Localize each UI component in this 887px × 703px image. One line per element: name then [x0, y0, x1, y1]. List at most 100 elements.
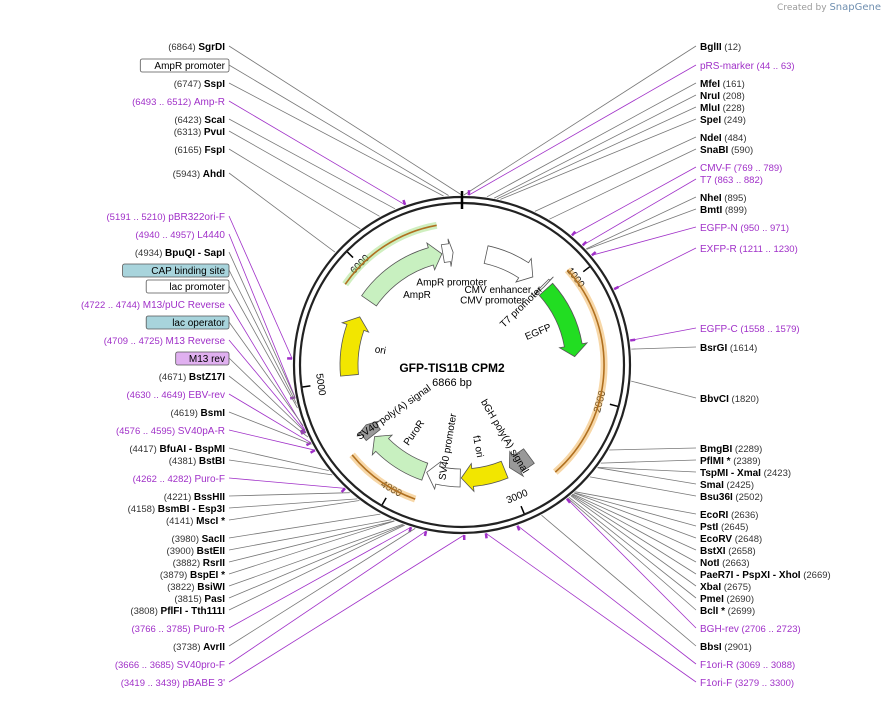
feature-arrow	[356, 420, 381, 442]
primer-label: F1ori-R (3069 .. 3088)	[700, 660, 795, 671]
label-leader	[597, 467, 697, 473]
feature-tag-box	[145, 315, 230, 330]
feature-tag: M13 rev	[189, 354, 225, 365]
ring-tick	[346, 251, 354, 259]
enzyme-label: (3808) PflFI - Tth111I	[130, 606, 225, 617]
feature-label: AmpR promoter	[416, 277, 487, 288]
label-leader	[228, 411, 312, 445]
feature-arrow	[371, 434, 429, 481]
ring-tick	[381, 497, 387, 506]
enzyme-label: SpeI (249)	[700, 115, 746, 126]
label-leader	[631, 380, 697, 399]
ring-tick-label: 3000	[505, 488, 530, 507]
enzyme-label: (3879) BspEI *	[160, 570, 225, 581]
enzyme-label: MluI (228)	[700, 103, 745, 114]
label-leader	[485, 532, 697, 683]
label-leader	[574, 492, 697, 527]
enzyme-label: (6423) ScaI	[174, 115, 225, 126]
label-leader	[549, 148, 697, 220]
label-leader	[591, 226, 697, 256]
primer-mark	[630, 338, 636, 342]
enzyme-label: PaeR7I - PspXI - XhoI (2669)	[700, 570, 831, 581]
label-leader	[228, 429, 315, 451]
label-leader	[463, 45, 697, 196]
label-leader	[500, 118, 697, 200]
label-leader	[568, 496, 697, 599]
enzyme-label: Bsu36I (2502)	[700, 492, 763, 503]
label-leader	[228, 393, 312, 444]
label-leader	[228, 233, 296, 398]
primer-label: F1ori-F (3279 .. 3300)	[700, 678, 794, 689]
label-leader	[571, 166, 697, 236]
label-leader	[228, 100, 406, 206]
label-leader	[571, 494, 697, 563]
plasmid-name: GFP-TIS11B CPM2	[399, 361, 505, 375]
primer-label: pRS-marker (44 .. 63)	[700, 61, 795, 72]
watermark: Created by SnapGene	[777, 2, 881, 13]
enzyme-label: PflMI * (2389)	[700, 456, 761, 467]
enzyme-label: MfeI (161)	[700, 79, 745, 90]
primer-label: (5191 .. 5210) pBR322ori-F	[107, 212, 226, 223]
label-leader	[228, 520, 395, 575]
label-leader	[534, 136, 697, 212]
label-leader	[517, 525, 697, 665]
label-leader	[468, 64, 697, 196]
enzyme-label: BsrGI (1614)	[700, 343, 757, 354]
primer-label: (3666 .. 3685) SV40pro-F	[115, 660, 225, 671]
feature-tag: lac operator	[172, 318, 225, 329]
label-leader	[228, 251, 296, 399]
label-leader	[228, 118, 396, 210]
primer-mark	[484, 533, 488, 539]
feature-tag: CAP binding site	[151, 266, 225, 277]
label-leader	[228, 357, 307, 434]
label-leader	[630, 327, 697, 341]
label-leader	[228, 339, 306, 432]
label-leader	[486, 82, 697, 198]
orf-arc-line	[351, 454, 416, 500]
primer-mark	[305, 441, 312, 447]
feature-arrow	[460, 460, 509, 493]
feature-arrow	[339, 316, 370, 377]
enzyme-label: (3900) BstEII	[167, 546, 226, 557]
enzyme-label: BmtI (899)	[700, 205, 747, 216]
enzyme-label: BmgBI (2289)	[700, 444, 762, 455]
label-leader	[609, 447, 697, 451]
primer-label: (4940 .. 4957) L4440	[135, 230, 225, 241]
enzyme-label: BstXI (2658)	[700, 546, 756, 557]
label-leader	[228, 375, 309, 438]
primer-label: (3419 .. 3439) pBABE 3'	[121, 678, 225, 689]
enzyme-label: (4619) BsmI	[170, 408, 225, 419]
label-leader	[572, 493, 697, 551]
feature-label: AmpR	[403, 290, 431, 301]
label-leader	[567, 497, 697, 611]
label-leader	[541, 514, 697, 647]
feature-arrow	[538, 282, 589, 358]
label-leader	[613, 247, 697, 290]
enzyme-label: PmeI (2690)	[700, 594, 754, 605]
enzyme-label: SmaI (2425)	[700, 480, 754, 491]
enzyme-label: EcoRV (2648)	[700, 534, 762, 545]
label-leader	[586, 208, 697, 250]
enzyme-label: XbaI (2675)	[700, 582, 751, 593]
enzyme-label: BglII (12)	[700, 42, 741, 53]
label-leader	[631, 346, 697, 350]
feature-tag-box	[139, 58, 230, 73]
label-leader	[228, 519, 392, 551]
feature-tag: AmpR promoter	[154, 61, 225, 72]
feature-label: SV40 poly(A) signal	[355, 383, 433, 443]
enzyme-label: PstI (2645)	[700, 522, 748, 533]
ring-tick-label: 5000	[313, 373, 327, 397]
label-leader	[494, 94, 697, 199]
label-leader	[228, 492, 350, 497]
enzyme-label: (3815) PasI	[174, 594, 225, 605]
label-leader	[597, 467, 697, 485]
enzyme-label: (6313) PvuI	[174, 127, 225, 138]
primer-mark	[571, 230, 577, 237]
enzyme-label: BbvCI (1820)	[700, 394, 759, 405]
feature-arrow	[483, 245, 534, 283]
feature-label-secondary: CMV promoter	[460, 296, 526, 307]
enzyme-label: (3980) SacII	[172, 534, 226, 545]
label-leader	[228, 303, 306, 431]
orf-arc-line	[554, 269, 605, 473]
